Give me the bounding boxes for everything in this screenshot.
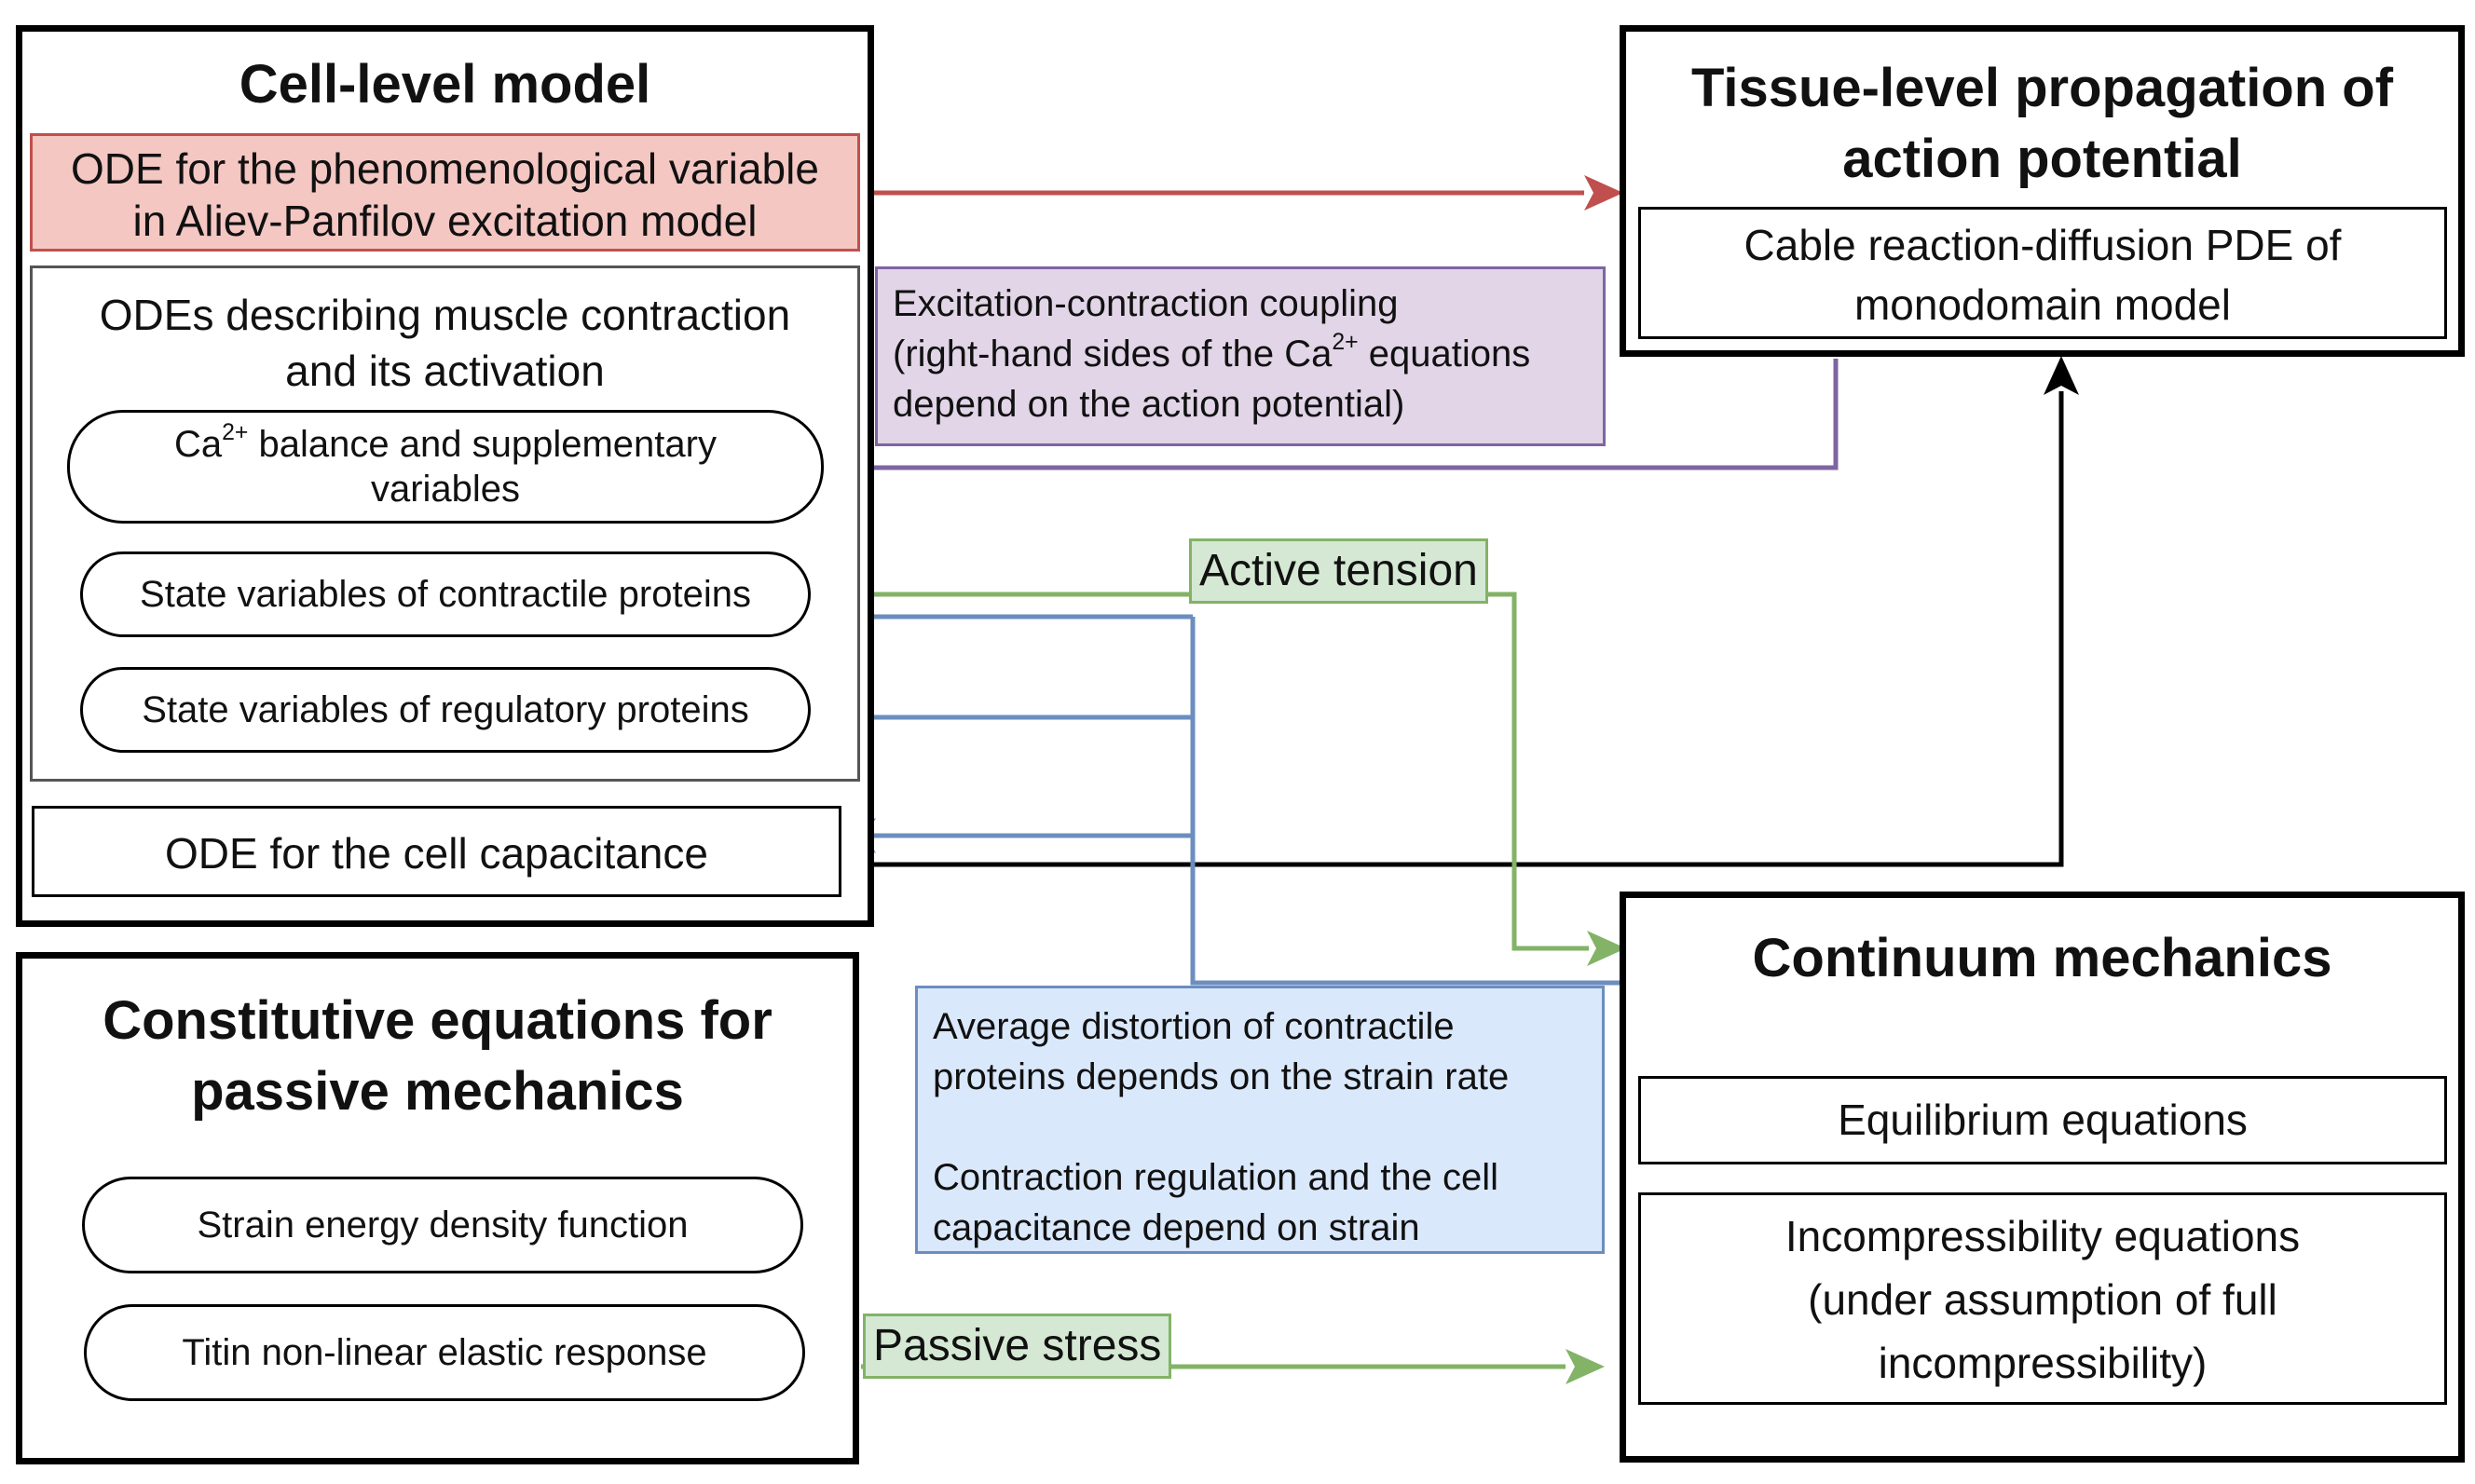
excitation-contraction-note: Excitation-contraction coupling (right-h…	[875, 266, 1606, 446]
ca-balance-line1: Ca2+ balance and supplementary	[174, 419, 717, 467]
ca-superscript: 2+	[222, 419, 249, 445]
ca-prefix: Ca	[174, 424, 223, 465]
equilibrium-equations-box: Equilibrium equations	[1638, 1076, 2447, 1164]
continuum-mechanics-title: Continuum mechanics	[1752, 928, 2332, 988]
phenomenological-ode-box: ODE for the phenomenological variable in…	[30, 133, 860, 252]
incompressibility-line3: incompressibility)	[1878, 1339, 2208, 1387]
passive-stress-label: Passive stress	[863, 1314, 1172, 1379]
cable-pde-line2: monodomain model	[1853, 280, 2231, 329]
cell-level-model-title: Cell-level model	[239, 54, 651, 115]
ca-suffix: balance and supplementary	[248, 424, 717, 465]
phenomenological-ode-line2: in Aliev-Panfilov excitation model	[132, 197, 758, 245]
excitation-arrow	[861, 175, 1623, 211]
equilibrium-equations-label: Equilibrium equations	[1838, 1096, 2248, 1144]
regulatory-proteins-node: State variables of regulatory proteins	[80, 667, 811, 753]
cable-pde-box: Cable reaction-diffusion PDE of monodoma…	[1638, 207, 2447, 339]
feedback-line1: Average distortion of contractile	[933, 1006, 1455, 1047]
muscle-contraction-title-line1: ODEs describing muscle contraction	[99, 291, 791, 339]
contractile-proteins-node: State variables of contractile proteins	[80, 551, 811, 637]
strain-energy-label: Strain energy density function	[197, 1205, 689, 1246]
tissue-level-title-line2: action potential	[1842, 129, 2242, 189]
active-tension-arrow	[809, 592, 1626, 966]
incompressibility-line2: (under assumption of full	[1808, 1275, 2277, 1324]
passive-mechanics-title-line2: passive mechanics	[191, 1061, 684, 1122]
incompressibility-line1: Incompressibility equations	[1784, 1212, 2301, 1260]
feedback-line3: Contraction regulation and the cell	[933, 1157, 1499, 1198]
strain-energy-node: Strain energy density function	[82, 1177, 803, 1273]
muscle-contraction-title-line2: and its activation	[285, 347, 605, 395]
titin-response-node: Titin non-linear elastic response	[84, 1304, 805, 1401]
feedback-line2: proteins depends on the strain rate	[933, 1056, 1510, 1097]
incompressibility-box: Incompressibility equations (under assum…	[1638, 1192, 2447, 1405]
ecc-line2-suffix: equations	[1358, 334, 1531, 374]
ca-balance-line2: variables	[370, 469, 521, 510]
ecc-line1: Excitation-contraction coupling	[893, 283, 1399, 324]
cell-capacitance-label: ODE for the cell capacitance	[165, 829, 708, 878]
passive-mechanics-title-line1: Constitutive equations for	[103, 990, 773, 1051]
contractile-proteins-label: State variables of contractile proteins	[140, 574, 751, 615]
ecc-line2-superscript: 2+	[1332, 329, 1359, 355]
capacitance-to-tissue-arrow	[841, 356, 2079, 867]
cable-pde-line1: Cable reaction-diffusion PDE of	[1743, 221, 2342, 269]
ecc-line3: depend on the action potential)	[893, 384, 1405, 425]
strain-feedback-arrows	[800, 599, 1629, 1006]
strain-feedback-note: Average distortion of contractile protei…	[915, 986, 1605, 1254]
ecc-line2: (right-hand sides of the Ca2+ equations	[893, 329, 1588, 379]
regulatory-proteins-label: State variables of regulatory proteins	[142, 689, 749, 730]
tissue-level-title-line1: Tissue-level propagation of	[1690, 58, 2394, 118]
ecc-line2-prefix: (right-hand sides of the Ca	[893, 334, 1333, 374]
titin-response-label: Titin non-linear elastic response	[182, 1332, 707, 1373]
phenomenological-ode-line1: ODE for the phenomenological variable	[71, 144, 819, 193]
feedback-line4: capacitance depend on strain	[933, 1207, 1420, 1248]
cell-capacitance-box: ODE for the cell capacitance	[32, 806, 841, 897]
active-tension-label: Active tension	[1189, 538, 1488, 604]
ca-balance-node: Ca2+ balance and supplementary variables	[67, 410, 824, 524]
